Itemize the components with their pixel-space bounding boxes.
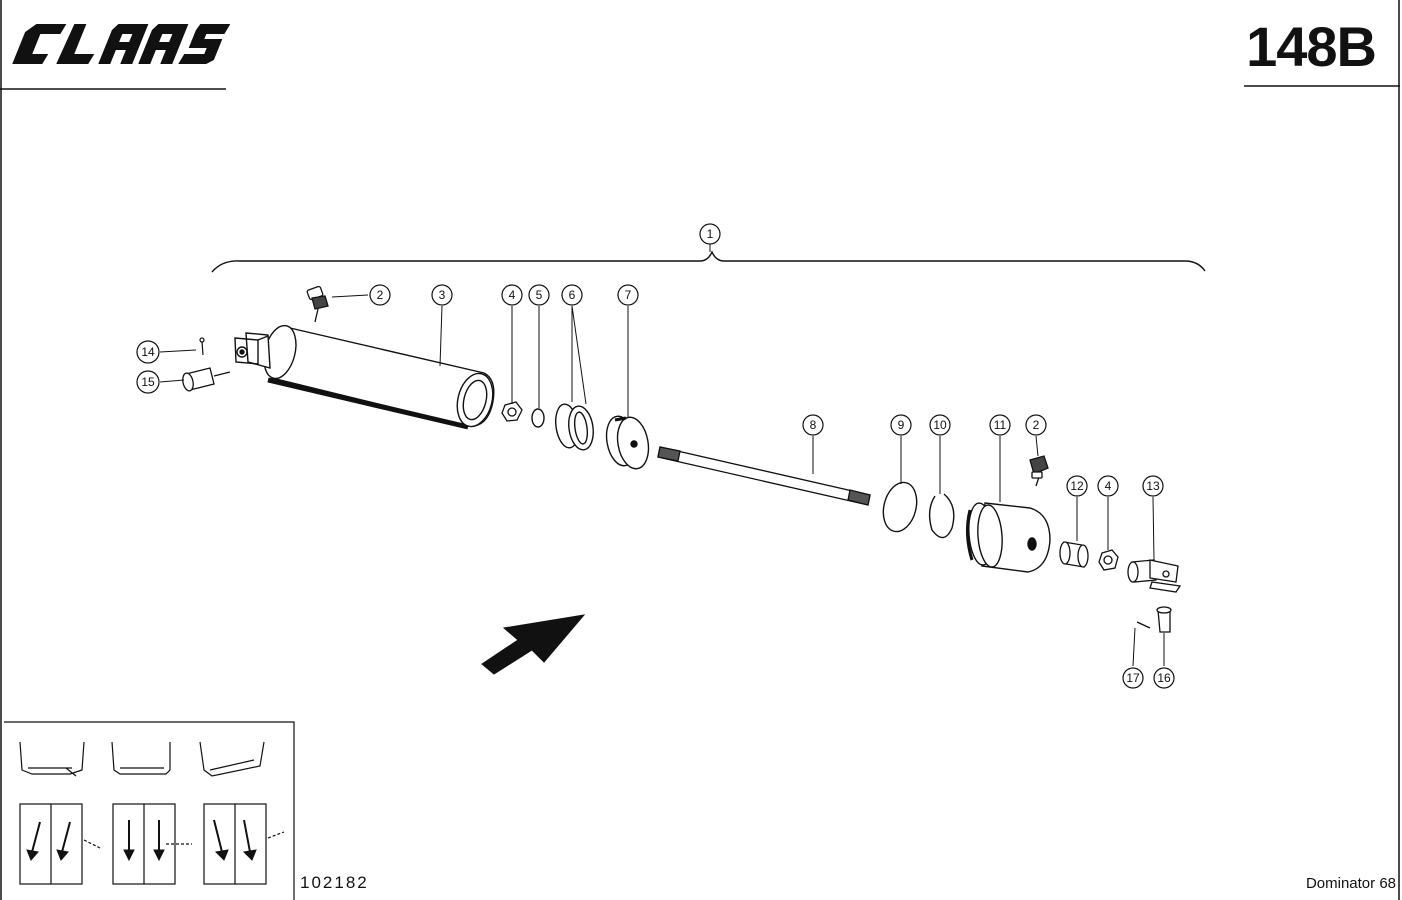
- nut-left: [501, 401, 523, 422]
- clevis-pin-left: [182, 367, 231, 392]
- callout-number: 8: [810, 418, 817, 432]
- rod-clevis: [1127, 559, 1182, 593]
- direction-arrow: [481, 614, 586, 675]
- bushing: [1059, 541, 1089, 568]
- callout-circles: [136, 223, 1175, 689]
- callout-numbers: 1 2 3 4 5 6 7 8 9 10 11 2 12 4 13 14 15 …: [141, 227, 1171, 685]
- claas-logo: [12, 24, 230, 64]
- callout-number: 3: [439, 288, 446, 302]
- page-number: 148B: [1246, 15, 1377, 78]
- callout-number: 2: [1033, 418, 1040, 432]
- callout-number: 10: [933, 418, 947, 432]
- callout-number: 17: [1126, 671, 1140, 685]
- split-pin-left: [199, 337, 205, 356]
- grease-nipple-head: [1029, 455, 1049, 487]
- split-pin-right: [1136, 621, 1151, 629]
- grease-nipple: [306, 285, 329, 323]
- callout-number: 13: [1146, 479, 1160, 493]
- clevis-pin-right: [1156, 606, 1172, 633]
- locator-inset: [4, 721, 295, 900]
- locator-arrows: [26, 819, 257, 862]
- nut-right: [1098, 549, 1119, 571]
- assembly-bracket: [211, 250, 1206, 273]
- piston: [605, 415, 650, 470]
- retaining-ring: [928, 493, 955, 539]
- o-ring: [882, 481, 918, 533]
- callout-number: 16: [1157, 671, 1171, 685]
- leader-lines: [159, 244, 1165, 667]
- callout-number: 11: [994, 418, 1007, 432]
- callout-number: 4: [1105, 479, 1112, 493]
- callout-number: 5: [536, 288, 543, 302]
- washer: [531, 408, 545, 428]
- callout-number: 6: [569, 288, 576, 302]
- seal-set: [554, 403, 594, 451]
- callout-number: 7: [625, 288, 632, 302]
- cylinder-head: [965, 502, 1051, 573]
- callout-number: 14: [141, 345, 155, 359]
- callout-number: 1: [707, 227, 714, 241]
- callout-number: 15: [141, 375, 155, 389]
- callout-number: 9: [898, 418, 905, 432]
- drawing-number: 102182: [300, 873, 369, 892]
- callout-number: 2: [377, 288, 384, 302]
- callout-number: 4: [509, 288, 516, 302]
- model-name: Dominator 68: [1305, 875, 1396, 892]
- piston-rod: [657, 446, 871, 506]
- cylinder-tube: [234, 324, 495, 430]
- callout-number: 12: [1070, 479, 1084, 493]
